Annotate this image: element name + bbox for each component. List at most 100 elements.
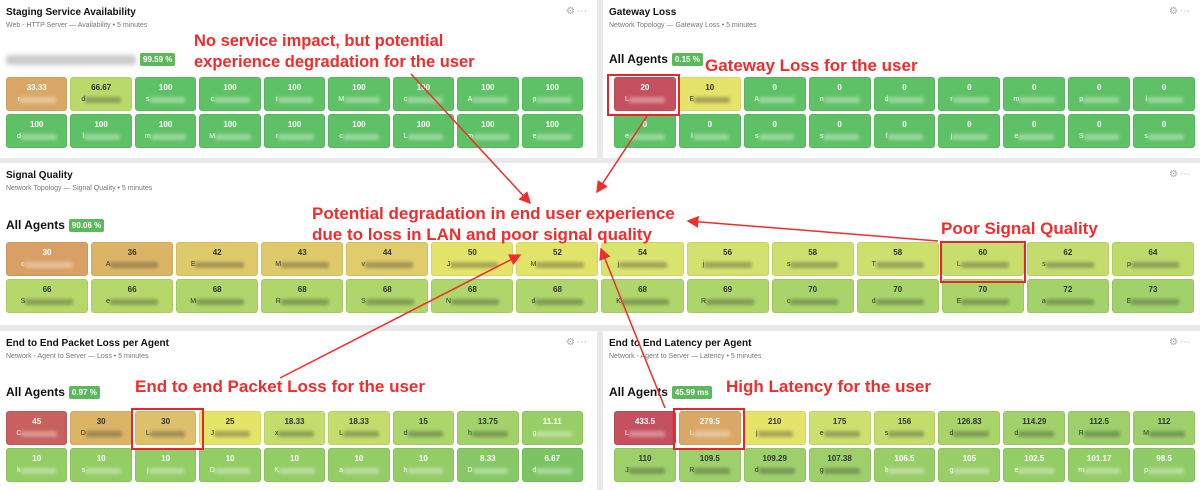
ellipsis-icon[interactable]: ⋯: [1180, 337, 1192, 348]
gear-icon[interactable]: ⚙: [566, 6, 577, 17]
ellipsis-icon[interactable]: ⋯: [577, 6, 589, 17]
gear-icon[interactable]: ⚙: [1169, 6, 1180, 17]
gear-icon[interactable]: ⚙: [1169, 337, 1180, 348]
gear-icon[interactable]: ⚙: [1169, 169, 1180, 180]
gear-icon[interactable]: ⚙: [566, 337, 577, 348]
ellipsis-icon[interactable]: ⋯: [1180, 169, 1192, 180]
ellipsis-icon[interactable]: ⋯: [577, 337, 589, 348]
